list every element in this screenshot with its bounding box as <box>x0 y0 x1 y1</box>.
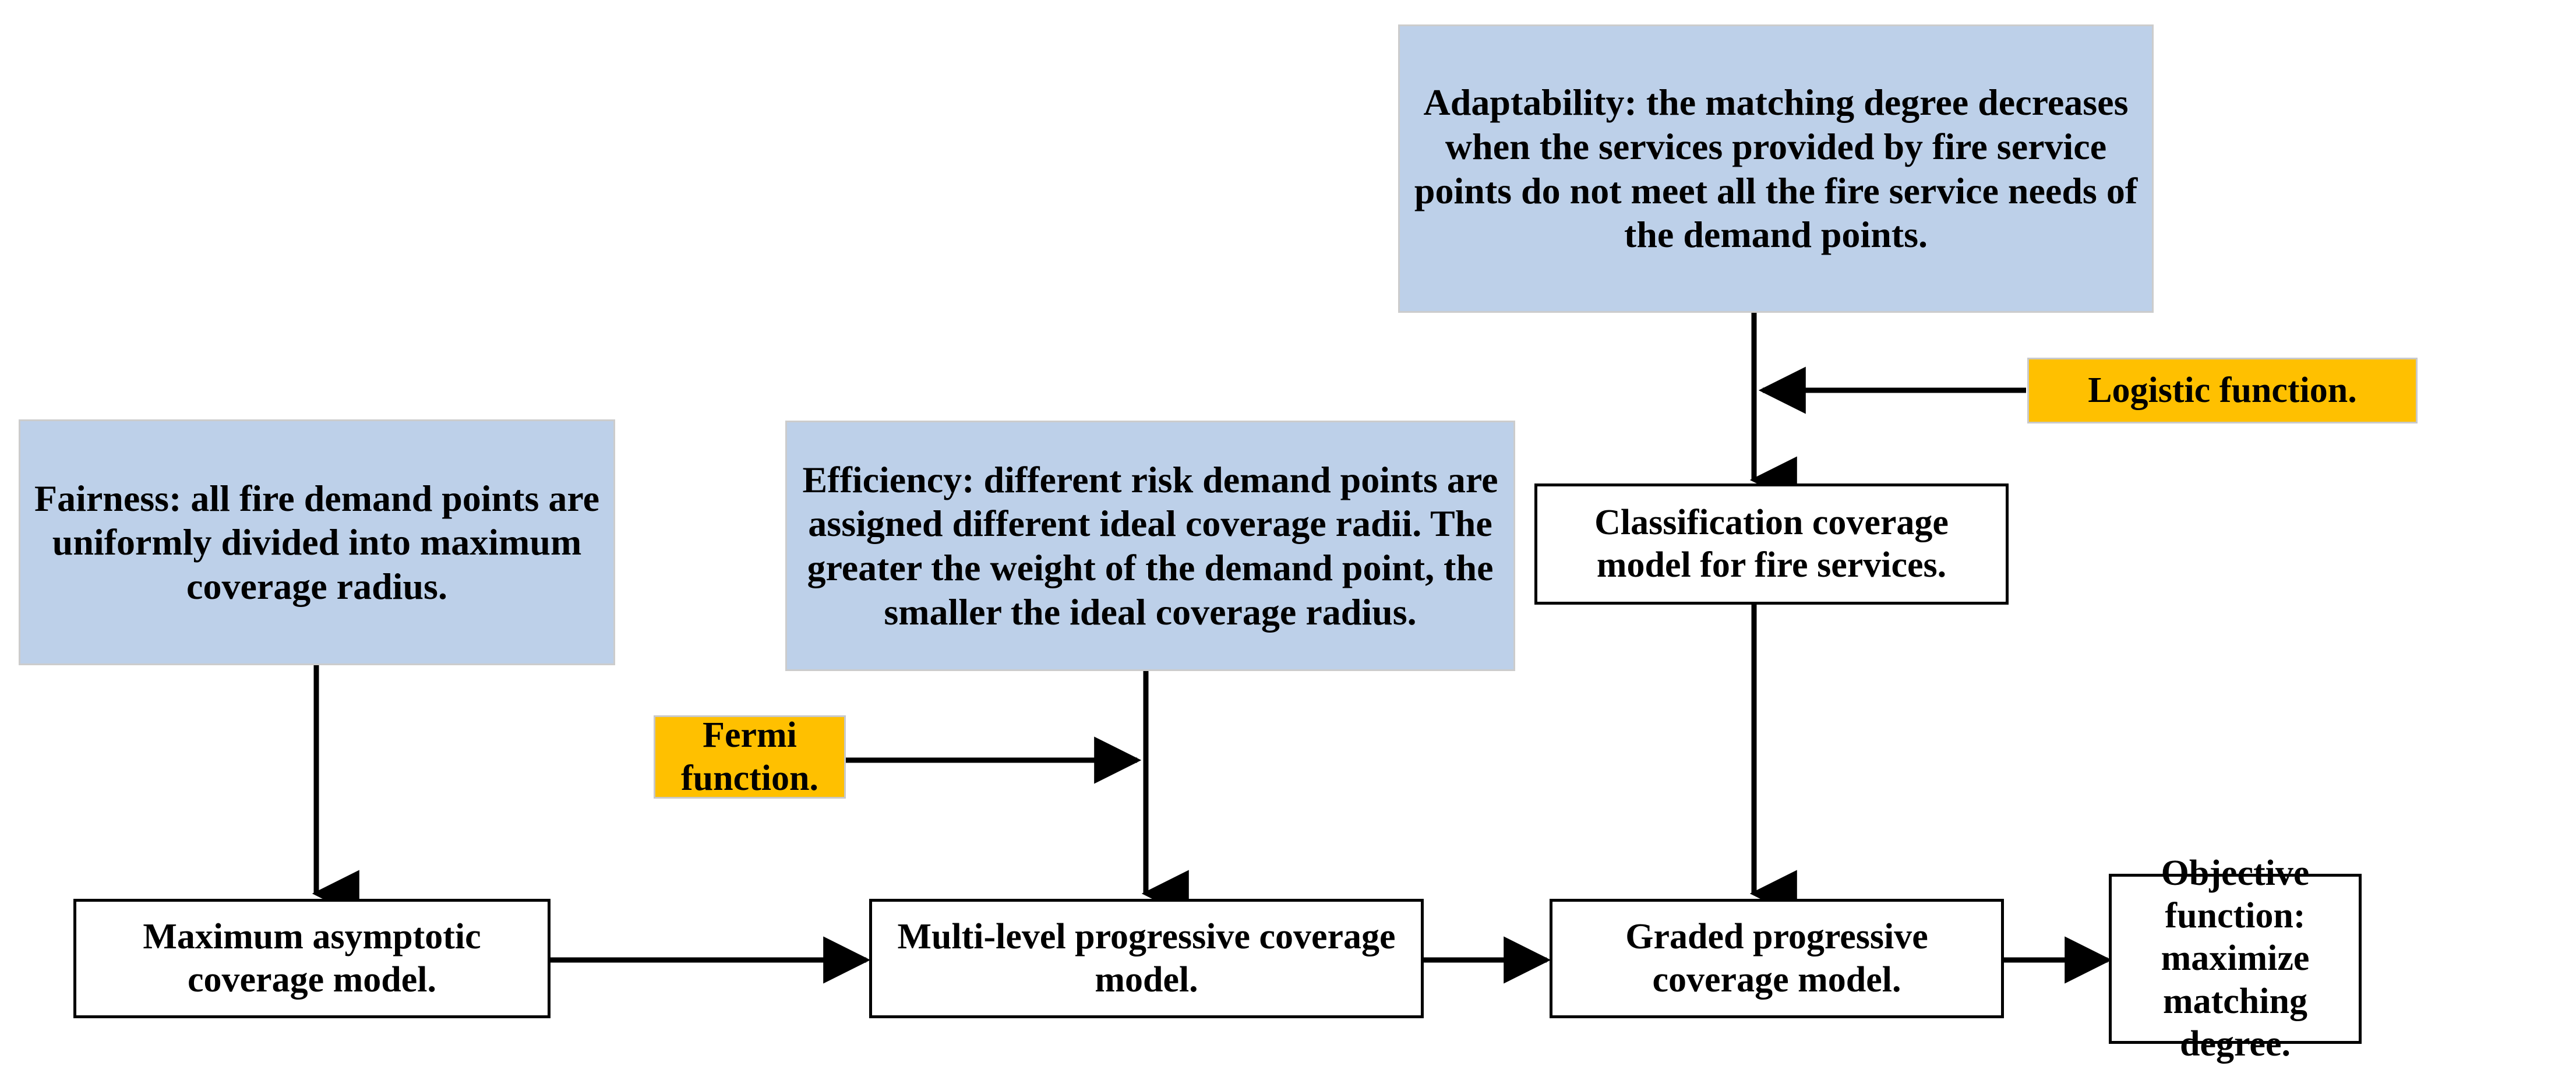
node-efficiency[interactable]: Efficiency: different risk demand points… <box>785 421 1515 671</box>
node-fermi-function-label: Fermi function. <box>681 715 818 798</box>
node-logistic-function-label: Logistic function. <box>2088 370 2357 410</box>
node-classification-coverage-model[interactable]: Classification coverage model for fire s… <box>1534 483 2009 605</box>
node-objective-function[interactable]: Objective function: maximize matching de… <box>2109 853 2362 1064</box>
node-fairness-label: Fairness: all fire demand points are uni… <box>34 477 600 607</box>
node-adaptability-label: Adaptability: the matching degree decrea… <box>1414 82 2138 256</box>
node-fairness[interactable]: Fairness: all fire demand points are uni… <box>19 419 615 665</box>
node-efficiency-label: Efficiency: different risk demand points… <box>802 458 1498 633</box>
node-fermi-function[interactable]: Fermi function. <box>654 715 846 799</box>
node-maximum-asymptotic-coverage-model[interactable]: Maximum asymptotic coverage model. <box>73 899 551 1018</box>
node-logistic-function[interactable]: Logistic function. <box>2027 358 2418 423</box>
node-maximum-asymptotic-coverage-model-label: Maximum asymptotic coverage model. <box>143 917 481 1000</box>
node-multi-level-progressive-coverage-model[interactable]: Multi-level progressive coverage model. <box>869 899 1424 1018</box>
node-graded-progressive-coverage-model-label: Graded progressive coverage model. <box>1625 917 1928 1000</box>
node-graded-progressive-coverage-model[interactable]: Graded progressive coverage model. <box>1550 899 2004 1018</box>
node-objective-function-label: Objective function: maximize matching de… <box>2161 853 2310 1064</box>
node-classification-coverage-model-label: Classification coverage model for fire s… <box>1594 502 1949 585</box>
node-adaptability[interactable]: Adaptability: the matching degree decrea… <box>1398 24 2154 313</box>
node-multi-level-progressive-coverage-model-label: Multi-level progressive coverage model. <box>897 917 1396 1000</box>
